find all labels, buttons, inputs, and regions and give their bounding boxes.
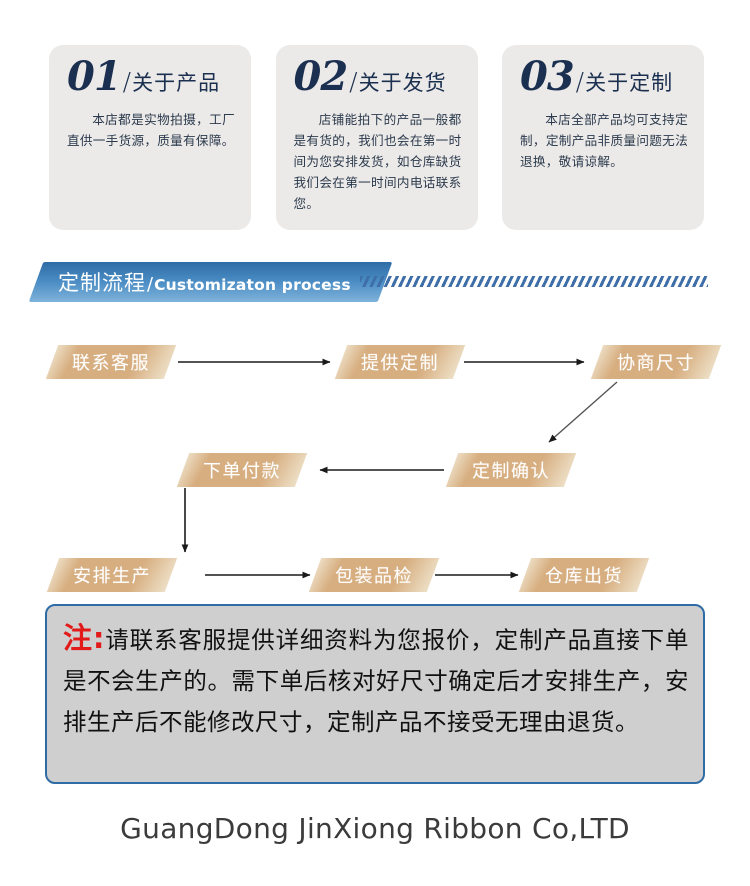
flow-step-place-order-payment[interactable]: 下单付款 [176, 453, 308, 487]
flow-step-packaging-inspection[interactable]: 包装品检 [308, 558, 440, 592]
important-note-label: 注: [63, 621, 105, 655]
banner-stripes-decoration [360, 276, 708, 287]
info-card-02-separator: / [349, 67, 358, 96]
info-card-03: 03 / 关于定制 本店全部产品均可支持定制，定制产品非质量问题无法退换，敬请谅… [502, 45, 704, 230]
flow-step-arrange-production[interactable]: 安排生产 [46, 558, 178, 592]
section-banner-title-en: Customizaton process [154, 276, 351, 294]
flow-step-place-order-payment-label: 下单付款 [203, 461, 281, 482]
info-card-01-body: 本店都是实物拍摄，工厂直供一手货源，质量有保障。 [67, 112, 235, 148]
customization-flowchart: 联系客服 提供定制 协商尺寸 下单付款 定制确认 安排生产 包装品检 仓库出货 [0, 330, 750, 592]
flow-step-negotiate-size[interactable]: 协商尺寸 [590, 345, 722, 379]
info-card-02-title: 关于发货 [358, 71, 447, 95]
section-banner-content: 定制流程 / Customizaton process [58, 267, 351, 297]
flow-step-confirm-customization[interactable]: 定制确认 [445, 453, 577, 487]
info-card-01-separator: / [122, 67, 132, 96]
important-note-body: 请联系客服提供详细资料为您报价，定制产品直接下单是不会生产的。需下单后核对好尺寸… [63, 626, 689, 736]
flow-step-arrange-production-label: 安排生产 [73, 566, 151, 587]
flow-step-packaging-inspection-label: 包装品检 [335, 566, 413, 587]
info-card-01-header: 01 / 关于产品 [61, 55, 239, 103]
info-card-02-header: 02 / 关于发货 [288, 55, 466, 103]
info-card-01-title: 关于产品 [132, 71, 221, 95]
info-cards-row: 01 / 关于产品 本店都是实物拍摄，工厂直供一手货源，质量有保障。 02 / … [0, 0, 750, 240]
flow-step-provide-customization[interactable]: 提供定制 [334, 345, 466, 379]
flow-step-negotiate-size-label: 协商尺寸 [617, 353, 695, 374]
important-note-text: 注:请联系客服提供详细资料为您报价，定制产品直接下单是不会生产的。需下单后核对好… [63, 618, 689, 743]
flow-step-provide-customization-label: 提供定制 [361, 353, 439, 374]
info-card-02-number: 02 [293, 53, 349, 100]
info-card-03-header: 03 / 关于定制 [514, 55, 692, 103]
info-card-01-number: 01 [67, 53, 122, 100]
flow-step-warehouse-shipment-label: 仓库出货 [545, 566, 623, 587]
section-banner-row: 定制流程 / Customizaton process [0, 262, 750, 308]
info-card-03-separator: / [575, 67, 585, 96]
section-banner: 定制流程 / Customizaton process [28, 262, 393, 302]
important-note-box: 注:请联系客服提供详细资料为您报价，定制产品直接下单是不会生产的。需下单后核对好… [45, 604, 705, 784]
section-banner-separator: / [147, 274, 154, 295]
info-card-02-body: 店铺能拍下的产品一般都是有货的，我们也会在第一时间为您安排发货，如仓库缺货我们会… [293, 112, 462, 211]
flow-step-contact-service-label: 联系客服 [72, 353, 150, 374]
flowchart-connectors [178, 358, 618, 579]
info-card-02: 02 / 关于发货 店铺能拍下的产品一般都是有货的，我们也会在第一时间为您安排发… [275, 45, 478, 230]
info-card-03-number: 03 [520, 53, 575, 100]
info-card-03-title: 关于定制 [585, 71, 674, 95]
company-footer: GuangDong JinXiong Ribbon Co,LTD [120, 812, 630, 845]
flow-step-contact-service[interactable]: 联系客服 [45, 345, 177, 379]
flow-step-confirm-customization-label: 定制确认 [472, 461, 550, 482]
section-banner-title-cn: 定制流程 [58, 271, 146, 295]
info-card-03-body: 本店全部产品均可支持定制，定制产品非质量问题无法退换，敬请谅解。 [520, 112, 688, 169]
flow-step-warehouse-shipment[interactable]: 仓库出货 [518, 558, 650, 592]
connector-negotiate-to-confirm [548, 381, 618, 443]
info-card-01: 01 / 关于产品 本店都是实物拍摄，工厂直供一手货源，质量有保障。 [49, 45, 251, 230]
